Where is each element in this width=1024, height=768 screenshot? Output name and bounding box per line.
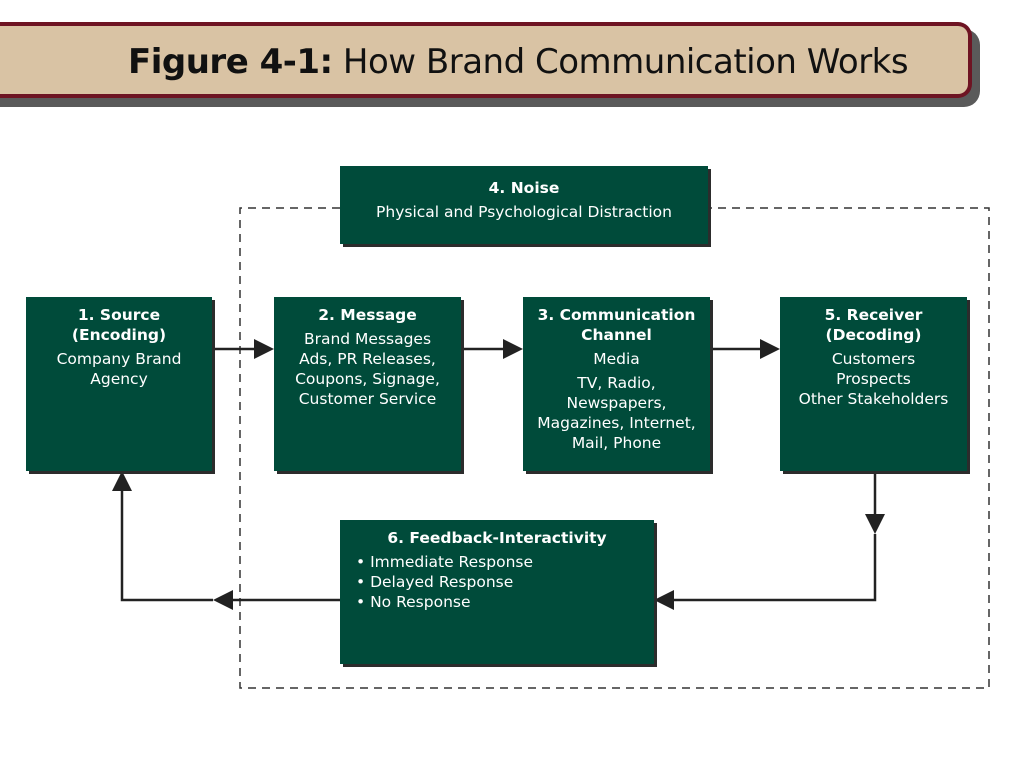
message-box: 2. Message Brand Messages Ads, PR Releas…	[274, 297, 461, 471]
receiver-line: Other Stakeholders	[798, 390, 949, 408]
connector-left-source	[120, 491, 213, 602]
noise-box: 4. Noise Physical and Psychological Dist…	[340, 166, 708, 244]
receiver-heading-line1: 5. Receiver	[824, 306, 923, 324]
feedback-box: 6. Feedback-Interactivity • Immediate Re…	[340, 520, 654, 664]
arrowhead-feedback	[654, 590, 674, 610]
source-box: 1. Source (Encoding) Company Brand Agenc…	[26, 297, 212, 471]
source-heading-line1: 1. Source	[77, 306, 161, 324]
channel-subheading: Media	[593, 350, 640, 368]
source-heading-line2: (Encoding)	[71, 326, 167, 344]
channel-line: Magazines, Internet,	[537, 414, 696, 432]
arrowhead-down	[865, 514, 885, 534]
figure-title: How Brand Communication Works	[342, 42, 909, 82]
message-line: Coupons, Signage,	[295, 370, 440, 388]
channel-line: Newspapers,	[566, 394, 667, 412]
receiver-box: 5. Receiver (Decoding) Customers Prospec…	[780, 297, 967, 471]
title-banner	[0, 22, 972, 98]
arrowhead-message	[254, 339, 274, 359]
source-line: Company Brand	[56, 350, 182, 368]
figure-number: Figure 4-1:	[128, 42, 333, 82]
noise-heading: 4. Noise	[488, 179, 560, 197]
message-line: Ads, PR Releases,	[299, 350, 436, 368]
receiver-line: Customers	[831, 350, 916, 368]
channel-heading-line2: Channel	[581, 326, 652, 344]
feedback-bullet: • Delayed Response	[356, 573, 514, 591]
message-line: Customer Service	[298, 390, 437, 408]
page-title: Figure 4-1: How Brand Communication Work…	[128, 38, 909, 86]
arrowhead-receiver	[760, 339, 780, 359]
message-heading: 2. Message	[318, 306, 417, 324]
channel-heading-line1: 3. Communication	[537, 306, 696, 324]
message-line: Brand Messages	[303, 330, 432, 348]
noise-subtitle: Physical and Psychological Distraction	[376, 203, 672, 221]
receiver-heading-line2: (Decoding)	[825, 326, 922, 344]
channel-box: 3. Communication Channel Media TV, Radio…	[523, 297, 710, 471]
receiver-line: Prospects	[836, 370, 911, 388]
feedback-heading: 6. Feedback-Interactivity	[387, 529, 607, 547]
feedback-bullet: • No Response	[356, 593, 471, 611]
noise-boundary	[239, 207, 990, 689]
arrowhead-left	[213, 590, 233, 610]
connector-receiver-feedback	[674, 534, 877, 602]
arrowhead-channel	[503, 339, 523, 359]
arrowhead-source	[112, 471, 132, 491]
source-line: Agency	[90, 370, 148, 388]
feedback-bullet: • Immediate Response	[356, 553, 534, 571]
channel-line: TV, Radio,	[577, 374, 656, 392]
channel-line: Mail, Phone	[571, 434, 662, 452]
